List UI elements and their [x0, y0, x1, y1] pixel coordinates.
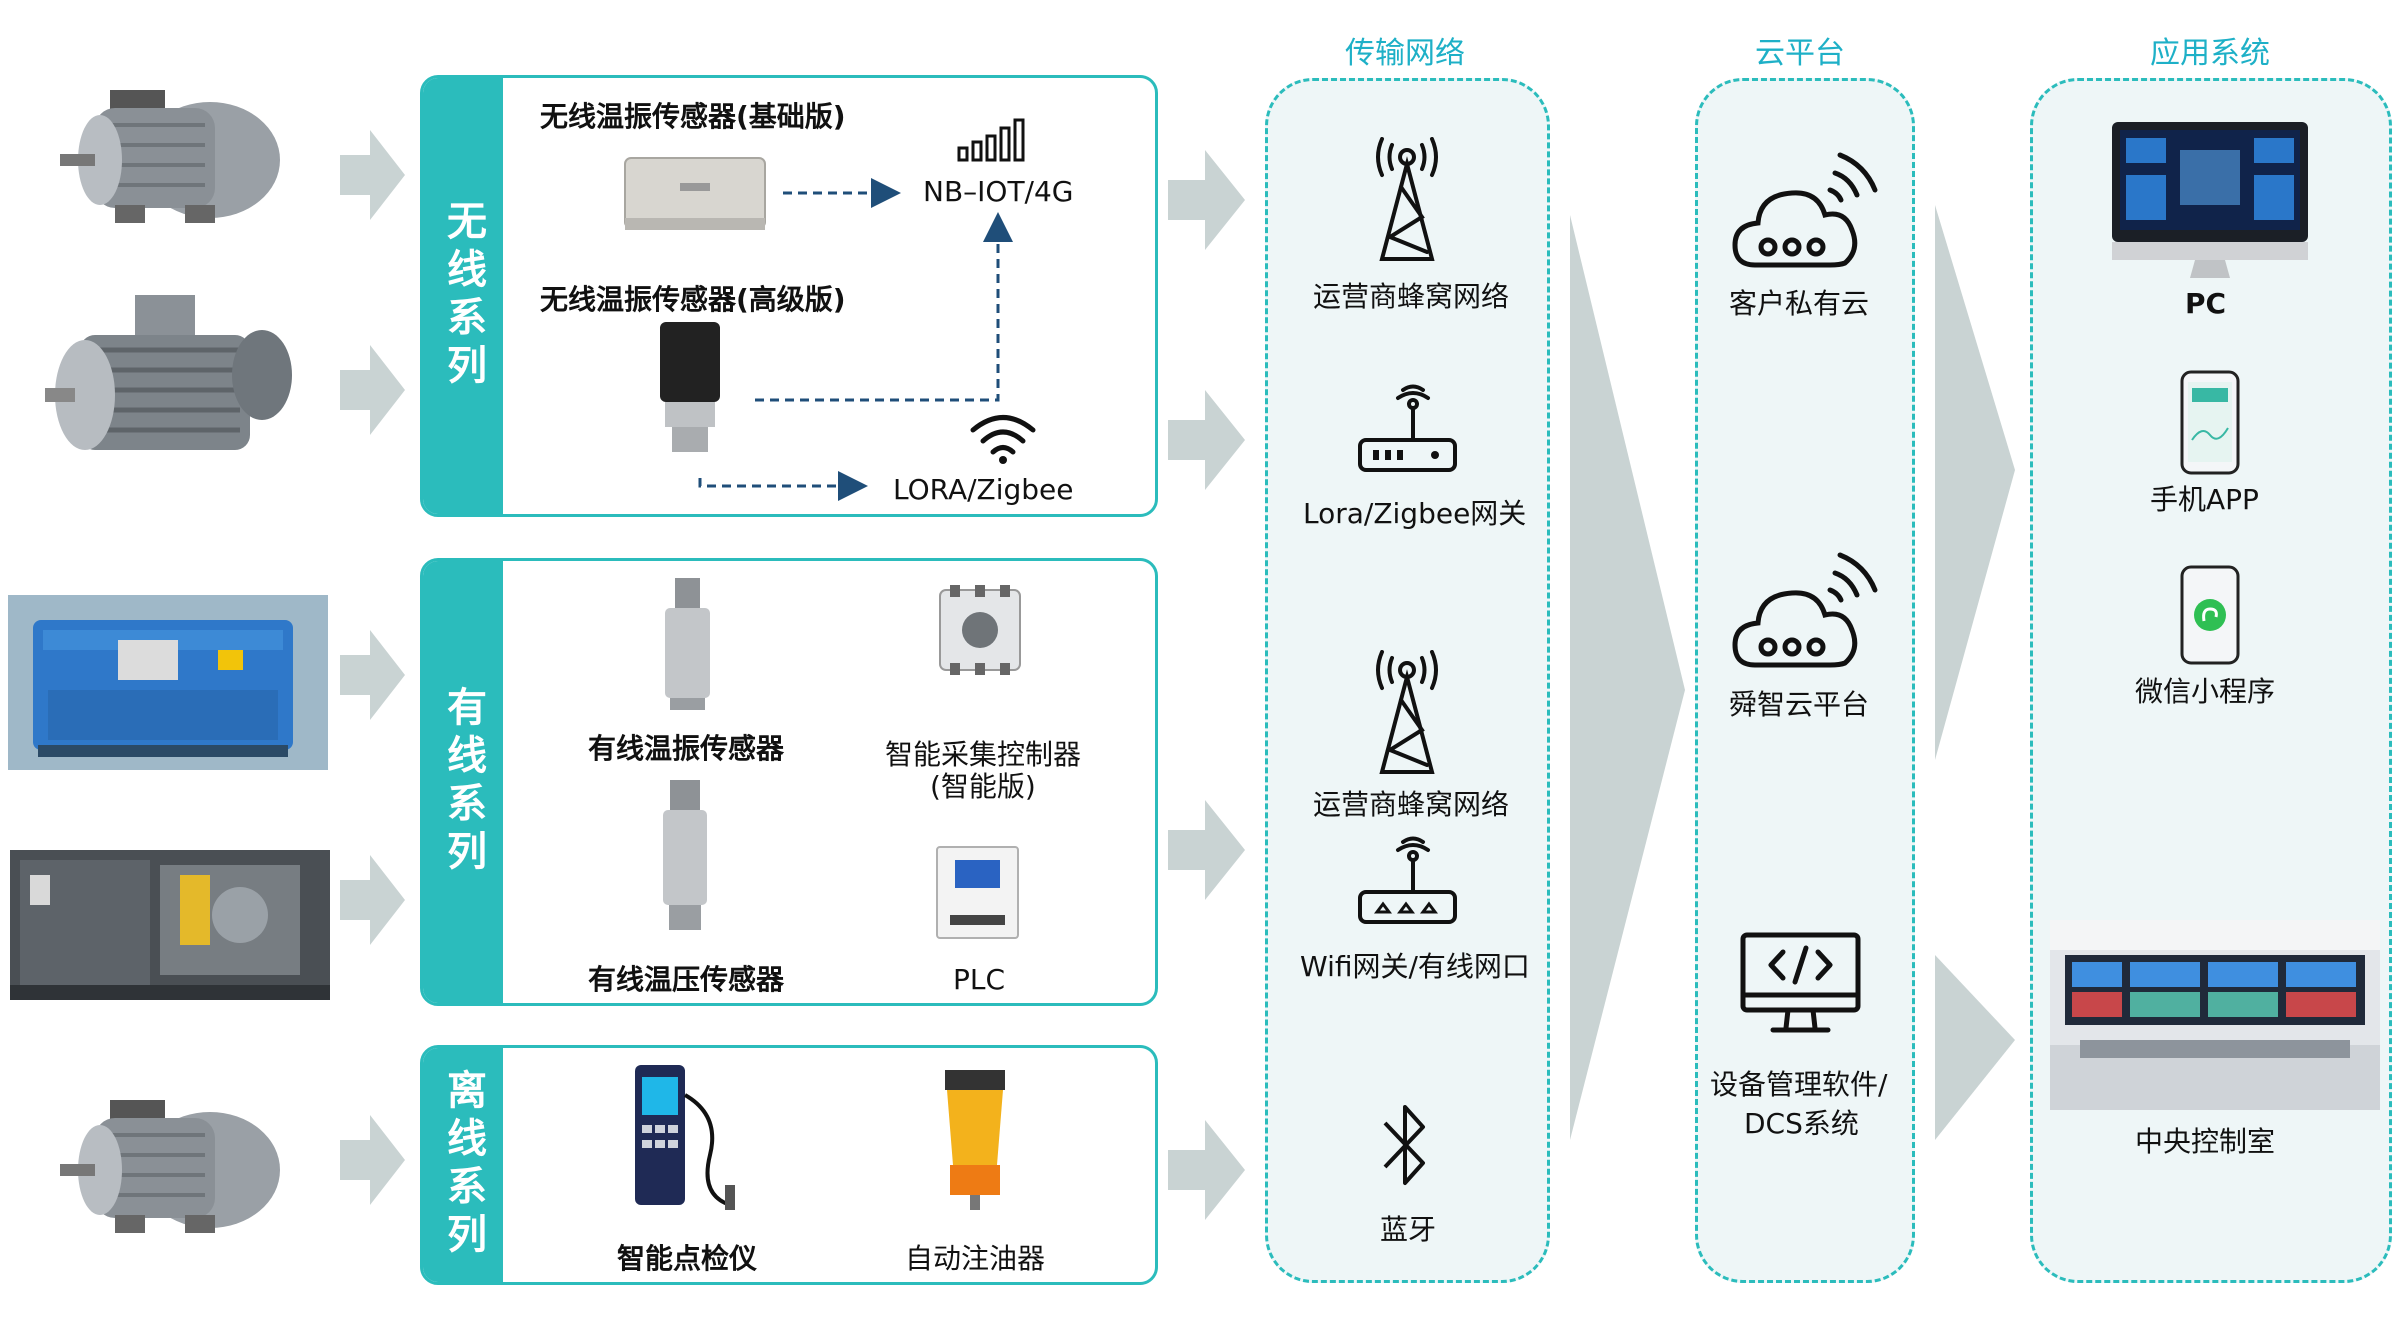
temp-press-sensor-label: 有线温压传感器 — [588, 963, 785, 996]
temp-press-sensor-image — [663, 780, 707, 930]
big-chevron — [1935, 955, 2015, 1140]
offline-series-tab: 离线系列 — [423, 1048, 503, 1282]
flow-arrow — [340, 1115, 405, 1205]
cellular-label-2: 运营商蜂窝网络 — [1313, 788, 1510, 821]
compressor-image — [10, 850, 330, 1000]
flow-arrow — [1168, 390, 1245, 490]
wireless-series-tab: 无线系列 — [423, 78, 503, 514]
router-icon — [1358, 384, 1457, 472]
control-room-image — [2050, 920, 2380, 1110]
lora-label: LORA/Zigbee — [893, 473, 1074, 506]
flow-arrow — [340, 855, 405, 945]
lora-gateway-label: Lora/Zigbee网关 — [1303, 497, 1527, 530]
wifi-icon — [970, 415, 1036, 464]
wired-series-box: 有线系列 — [420, 558, 1158, 1006]
flow-arrow — [1168, 1120, 1245, 1220]
inspector-image — [635, 1065, 735, 1210]
pc-label: PC — [2185, 287, 2227, 320]
dcs-label-line2: DCS系统 — [1744, 1107, 1859, 1140]
big-chevron — [1935, 205, 2015, 760]
motor-image — [45, 295, 292, 450]
cell-tower-icon — [1376, 137, 1438, 261]
controller-label: 智能采集控制器 — [885, 738, 1082, 771]
temp-vib-sensor-label: 有线温振传感器 — [588, 732, 785, 765]
switchgear-image — [8, 595, 328, 770]
signal-bars-icon — [957, 118, 1025, 162]
wechat-miniprogram-image — [2180, 565, 2240, 665]
cell-tower-icon — [1376, 650, 1438, 774]
motor-image — [60, 90, 280, 223]
wechat-label: 微信小程序 — [2135, 675, 2276, 708]
inspector-label: 智能点检仪 — [617, 1242, 758, 1275]
router-icon — [1358, 836, 1457, 924]
cloud-icon — [1732, 152, 1878, 268]
mobile-app-label: 手机APP — [2150, 483, 2259, 516]
dcs-label-line1: 设备管理软件/ — [1710, 1068, 1888, 1101]
motor-image — [60, 1100, 280, 1233]
controller-sub-label: (智能版) — [930, 770, 1036, 803]
mobile-phone-image — [2180, 370, 2240, 475]
flow-arrow — [1168, 150, 1245, 250]
plc-image — [936, 846, 1019, 939]
shunzhi-cloud-label: 舜智云平台 — [1729, 688, 1870, 721]
cloud-panel — [1695, 78, 1915, 1283]
flow-arrow — [340, 345, 405, 435]
advanced-sensor-label: 无线温振传感器(高级版) — [540, 283, 846, 316]
flow-arrow — [1168, 800, 1245, 900]
pc-monitor-image — [2112, 122, 2308, 278]
advanced-sensor-image — [660, 322, 720, 452]
apps-title: 应用系统 — [2150, 36, 2270, 71]
basic-sensor-image — [624, 157, 766, 230]
basic-sensor-label: 无线温振传感器(基础版) — [540, 100, 846, 133]
offline-series-box: 离线系列 — [420, 1045, 1158, 1285]
bluetooth-icon — [1383, 1105, 1425, 1185]
cloud-icon — [1732, 552, 1878, 668]
lubricator-image — [945, 1070, 1005, 1210]
lubricator-label: 自动注油器 — [905, 1242, 1046, 1275]
cellular-label-1: 运营商蜂窝网络 — [1313, 280, 1510, 313]
wireless-series-box: 无线系列 — [420, 75, 1158, 517]
nbiot-label: NB–IOT/4G — [923, 175, 1074, 208]
wired-series-tab: 有线系列 — [423, 561, 503, 1003]
big-chevron — [1570, 215, 1685, 1140]
code-monitor-icon — [1740, 932, 1861, 1033]
transport-title: 传输网络 — [1345, 36, 1465, 71]
controller-image — [939, 585, 1021, 675]
private-cloud-label: 客户私有云 — [1729, 287, 1870, 320]
wifi-gateway-label: Wifi网关/有线网口 — [1300, 950, 1530, 983]
temp-vib-sensor-image — [665, 578, 710, 710]
flow-arrow — [340, 630, 405, 720]
bluetooth-label: 蓝牙 — [1380, 1213, 1437, 1246]
flow-arrow — [340, 130, 405, 220]
plc-label: PLC — [953, 963, 1006, 996]
cloud-title: 云平台 — [1755, 36, 1845, 71]
control-room-label: 中央控制室 — [2135, 1125, 2276, 1158]
